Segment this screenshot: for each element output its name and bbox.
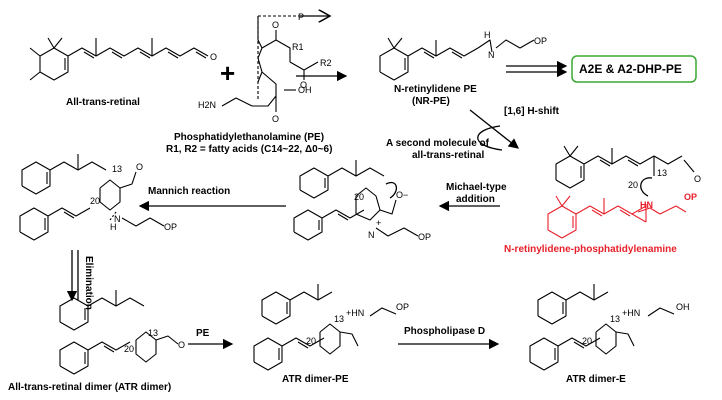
label-michael-1: Michael-type [446,182,507,193]
enamine-o: O [694,174,701,184]
dimer-e-oh: OH [676,302,690,312]
oxide: O− [396,190,408,200]
pe-oh: OH [298,85,312,95]
nrpe-n: N [488,50,495,60]
polar-head-p: P [298,12,304,22]
a2e-box [571,55,697,83]
pe-r1: R1 [292,42,304,52]
c20-label-dimer-e: 20 [582,336,592,346]
pe-amine: H2N [198,100,216,110]
all-trans-retinal-structure [29,37,209,81]
label-h-shift: [1,6] H-shift [504,106,560,117]
label-michael-2: addition [456,194,495,205]
mannich-o: O [136,162,143,172]
label-atr-dimer: All-trans-retinal dimer (ATR dimer) [8,382,171,393]
atr-dimer-e-structure [529,284,675,371]
mannich-product-structure [19,154,165,241]
pe-phosphate-o: O [272,114,279,124]
label-nrpe: N-retinylidene PE [394,84,477,95]
label-atr-dimer-pe: ATR dimer-PE [282,374,349,385]
iminium-op: OP [418,232,431,242]
dimer-e-hn: +HN [622,308,640,318]
enamine-op: OP [684,192,697,202]
label-phosphatidylenamine: N-retinylidene-phosphatidylenamine [504,244,677,255]
atr-dimer-pe-structure [253,284,397,371]
dimer-o: O [178,340,185,350]
c13-label-right: 13 [657,168,667,178]
c13-label-dimer-pe: 13 [334,314,344,324]
iminium-n: N [368,230,375,240]
label-pe-step: PE [196,328,210,339]
label-fatty-acids: R1, R2 = fatty acids (C14~22, Δ0~6) [166,144,332,155]
nrpe-structure [379,37,535,81]
iminium-plus: + [376,218,381,228]
label-second-molecule-1: A second molecule of [386,138,490,149]
iminium-intermediate-structure [293,160,419,241]
pe-carbonyl-o2: O [300,80,307,90]
label-elimination: Elimination [83,256,94,310]
dimer-pe-hn: +HN [346,308,364,318]
c13-label-left: 13 [112,164,122,174]
nrpe-op: OP [534,36,547,46]
pe-structure [221,15,319,112]
iminium-curved-arrow [385,181,397,199]
enamine-hn: HN [640,200,653,210]
label-mannich: Mannich reaction [148,186,230,197]
label-atr-dimer-e: ATR dimer-E [566,374,626,385]
arrow-h-shift [469,109,520,149]
a2e-label: A2E & A2-DHP-PE [579,62,682,76]
c20-label-right: 20 [628,180,638,190]
c20-label-mid: 20 [354,192,364,202]
label-second-molecule-2: all-trans-retinal [412,150,484,161]
michael-curved-arrow [640,177,653,197]
plus-sign: + [220,58,235,88]
mannich-h: H [110,222,117,232]
atr-dimer-structure [59,290,179,375]
mannich-op: OP [164,222,177,232]
label-nrpe-abbr: (NR-PE) [412,96,450,107]
c13-label-dimer: 13 [148,328,158,338]
c20-label-left: 20 [90,196,100,206]
nrpe-h: H [484,30,491,40]
c20-label-dimer: 20 [124,344,134,354]
pe-r2: R2 [320,58,332,68]
mannich-n: N [114,214,121,224]
curved-arrow-second-molecule [477,125,503,151]
pe-carbonyl-o1: O [272,20,279,30]
phosphatidylenamine-structure [547,145,695,239]
label-pe: Phosphatidylethanolamine (PE) [174,132,324,143]
retinal-aldehyde-o: O [210,52,217,62]
label-phospholipase: Phospholipase D [404,326,485,337]
c13-label-dimer-e: 13 [610,314,620,324]
c20-label-dimer-pe: 20 [306,336,316,346]
dimer-pe-op: OP [396,302,409,312]
label-all-trans-retinal: All-trans-retinal [66,97,140,108]
